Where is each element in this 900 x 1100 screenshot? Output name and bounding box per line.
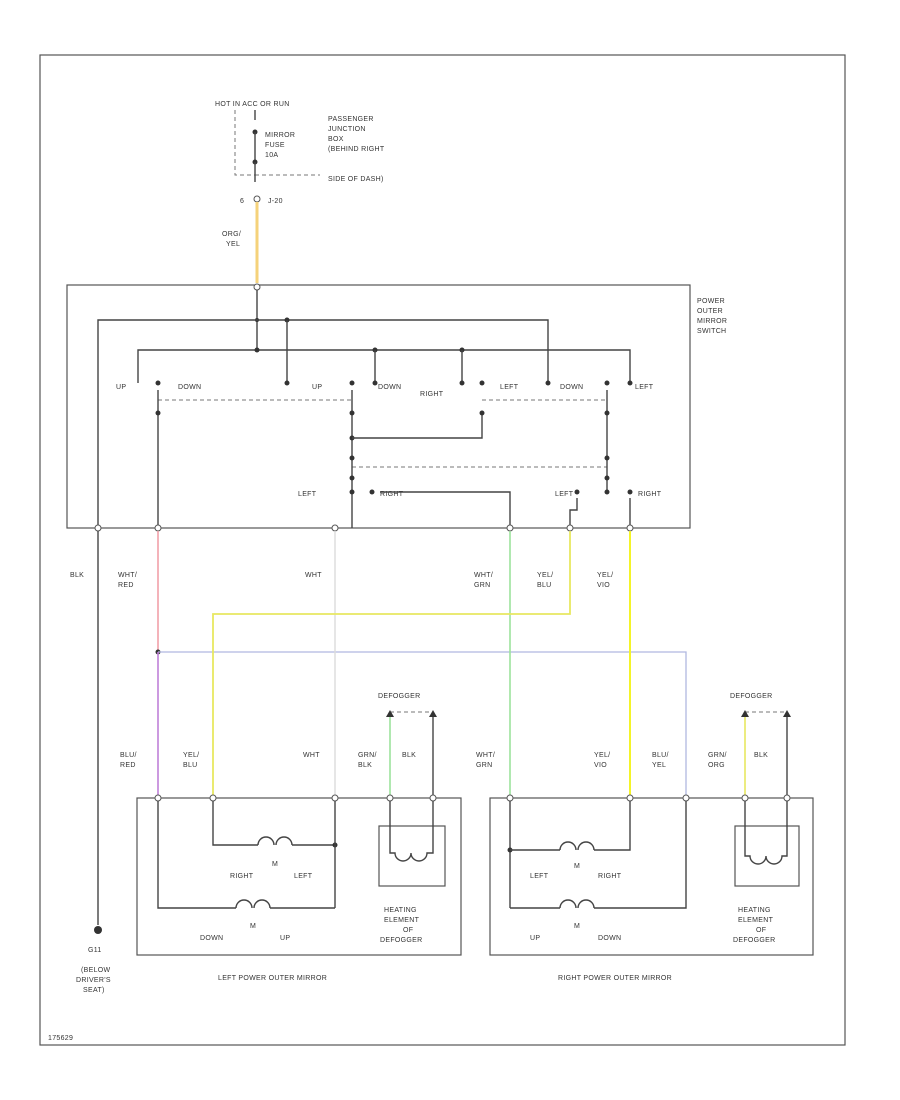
fuse-panel: HOT IN ACC OR RUN MIRROR FUSE 10A PASSEN… [215, 101, 385, 205]
ground-line-1: (BELOW [81, 967, 111, 974]
wire-label-blu-yel-2: YEL [652, 762, 666, 769]
wire-label-grn-blk-1: GRN/ [358, 752, 377, 759]
power-outer-mirror-switch: POWER OUTER MIRROR SWITCH UP DOWN UP DOW… [66, 283, 727, 532]
wire-label-grn-org-1: GRN/ [708, 752, 727, 759]
wire-label-wht-red-1: WHT/ [118, 572, 137, 579]
left-motor-2-down: DOWN [200, 935, 223, 942]
junction-box-line-5: SIDE OF DASH) [328, 176, 384, 183]
junction-box-line-4: (BEHIND RIGHT [328, 146, 385, 153]
junction-box-line-3: BOX [328, 136, 344, 143]
right-motor-2-symbol: M [574, 923, 580, 930]
fuse-label-3: 10A [265, 152, 278, 159]
fuse-pin-right: J-20 [268, 198, 283, 205]
diagram-id: 175629 [48, 1035, 73, 1042]
wire-label-wht-grn2-2: GRN [476, 762, 492, 769]
wire-label-yel-vio2-2: VIO [594, 762, 607, 769]
contact-right-2: RIGHT [380, 491, 404, 498]
ground-g11: G11 (BELOW DRIVER'S SEAT) [76, 926, 111, 994]
ground-line-2: DRIVER'S [76, 977, 111, 984]
fuse-label-1: MIRROR [265, 132, 295, 139]
junction-box-line-2: JUNCTION [328, 126, 366, 133]
left-motor-1-left: LEFT [294, 873, 313, 880]
right-heating-3: OF [756, 927, 766, 934]
right-motor-2-up: UP [530, 935, 540, 942]
right-defogger-label: DEFOGGER [730, 693, 772, 700]
contact-down-3: DOWN [560, 384, 583, 391]
wire-label-grn-blk-2: BLK [358, 762, 372, 769]
wire-label-blu-red-1: BLU/ [120, 752, 137, 759]
junction-box-line-1: PASSENGER [328, 116, 374, 123]
left-power-outer-mirror: M RIGHT LEFT M DOWN UP HEATING ELEMENT O… [136, 794, 462, 956]
switch-name-4: SWITCH [697, 328, 726, 335]
right-defogger: DEFOGGER [730, 693, 791, 798]
fuse-panel-title: HOT IN ACC OR RUN [215, 101, 290, 108]
contact-up-2: UP [312, 384, 322, 391]
left-motor-1-right: RIGHT [230, 873, 254, 880]
wire-label-yel-blu2-1: YEL/ [183, 752, 199, 759]
wire-label-wht-grn-1: WHT/ [474, 572, 493, 579]
contact-left-2: LEFT [635, 384, 654, 391]
right-heating-2: ELEMENT [738, 917, 774, 924]
wire-label-wht-grn-2: GRN [474, 582, 490, 589]
wire-label-blk3: BLK [754, 752, 768, 759]
right-motor-2-down: DOWN [598, 935, 621, 942]
right-heating-4: DEFOGGER [733, 937, 775, 944]
wire-label-yel-vio-2: VIO [597, 582, 610, 589]
right-power-outer-mirror: M LEFT RIGHT M UP DOWN HEATING ELEMENT O… [489, 794, 814, 956]
switch-name-2: OUTER [697, 308, 723, 315]
wire-blu-bus [158, 651, 687, 798]
left-heating-4: DEFOGGER [380, 937, 422, 944]
right-mirror-title: RIGHT POWER OUTER MIRROR [558, 975, 672, 982]
wire-label-org-yel-1: ORG/ [222, 231, 241, 238]
diagram-border [39, 54, 846, 1046]
fuse-pin-left: 6 [240, 198, 244, 205]
contact-up-1: UP [116, 384, 126, 391]
contact-left-1: LEFT [500, 384, 519, 391]
ground-icon [94, 926, 102, 934]
wire-label-blk2: BLK [402, 752, 416, 759]
left-motor-1-symbol: M [272, 861, 278, 868]
contact-down-2: DOWN [378, 384, 401, 391]
wire-label-yel-blu-1: YEL/ [537, 572, 553, 579]
left-heating-3: OF [403, 927, 413, 934]
left-motor-2-symbol: M [250, 923, 256, 930]
left-motor-2-up: UP [280, 935, 290, 942]
wire-yel-blu [212, 531, 571, 798]
switch-name-1: POWER [697, 298, 725, 305]
wire-label-wht-red-2: RED [118, 582, 134, 589]
wire-label-yel-vio2-1: YEL/ [594, 752, 610, 759]
wire-label-org-yel-2: YEL [226, 241, 240, 248]
wire-label-blu-yel-1: BLU/ [652, 752, 669, 759]
left-heating-1: HEATING [384, 907, 417, 914]
fuse-connector-terminal [253, 195, 261, 203]
wire-label-grn-org-2: ORG [708, 762, 725, 769]
contact-down-1: DOWN [178, 384, 201, 391]
contact-right-4: RIGHT [638, 491, 662, 498]
right-motor-1-left: LEFT [530, 873, 549, 880]
left-defogger: DEFOGGER [378, 693, 437, 798]
wire-label-wht2: WHT [303, 752, 320, 759]
wire-label-blu-red-2: RED [120, 762, 136, 769]
right-motor-1-symbol: M [574, 863, 580, 870]
contact-left-4: LEFT [555, 491, 574, 498]
left-defogger-label: DEFOGGER [378, 693, 420, 700]
wire-label-wht-grn2-1: WHT/ [476, 752, 495, 759]
ground-line-3: SEAT) [83, 987, 105, 994]
wire-label-yel-vio-1: YEL/ [597, 572, 613, 579]
right-heating-1: HEATING [738, 907, 771, 914]
right-motor-1-right: RIGHT [598, 873, 622, 880]
left-heating-2: ELEMENT [384, 917, 420, 924]
contact-right-1: RIGHT [420, 391, 444, 398]
harness: BLK WHT/ RED WHT WHT/ GRN YEL/ BLU YEL/ … [70, 531, 768, 925]
wire-label-yel-blu2-2: BLU [183, 762, 198, 769]
left-mirror-title: LEFT POWER OUTER MIRROR [218, 975, 327, 982]
switch-name-3: MIRROR [697, 318, 727, 325]
fuse-label-2: FUSE [265, 142, 285, 149]
wire-label-yel-blu-2: BLU [537, 582, 552, 589]
wire-label-blk: BLK [70, 572, 84, 579]
ground-name: G11 [88, 947, 102, 954]
contact-left-3: LEFT [298, 491, 317, 498]
wire-label-wht: WHT [305, 572, 322, 579]
